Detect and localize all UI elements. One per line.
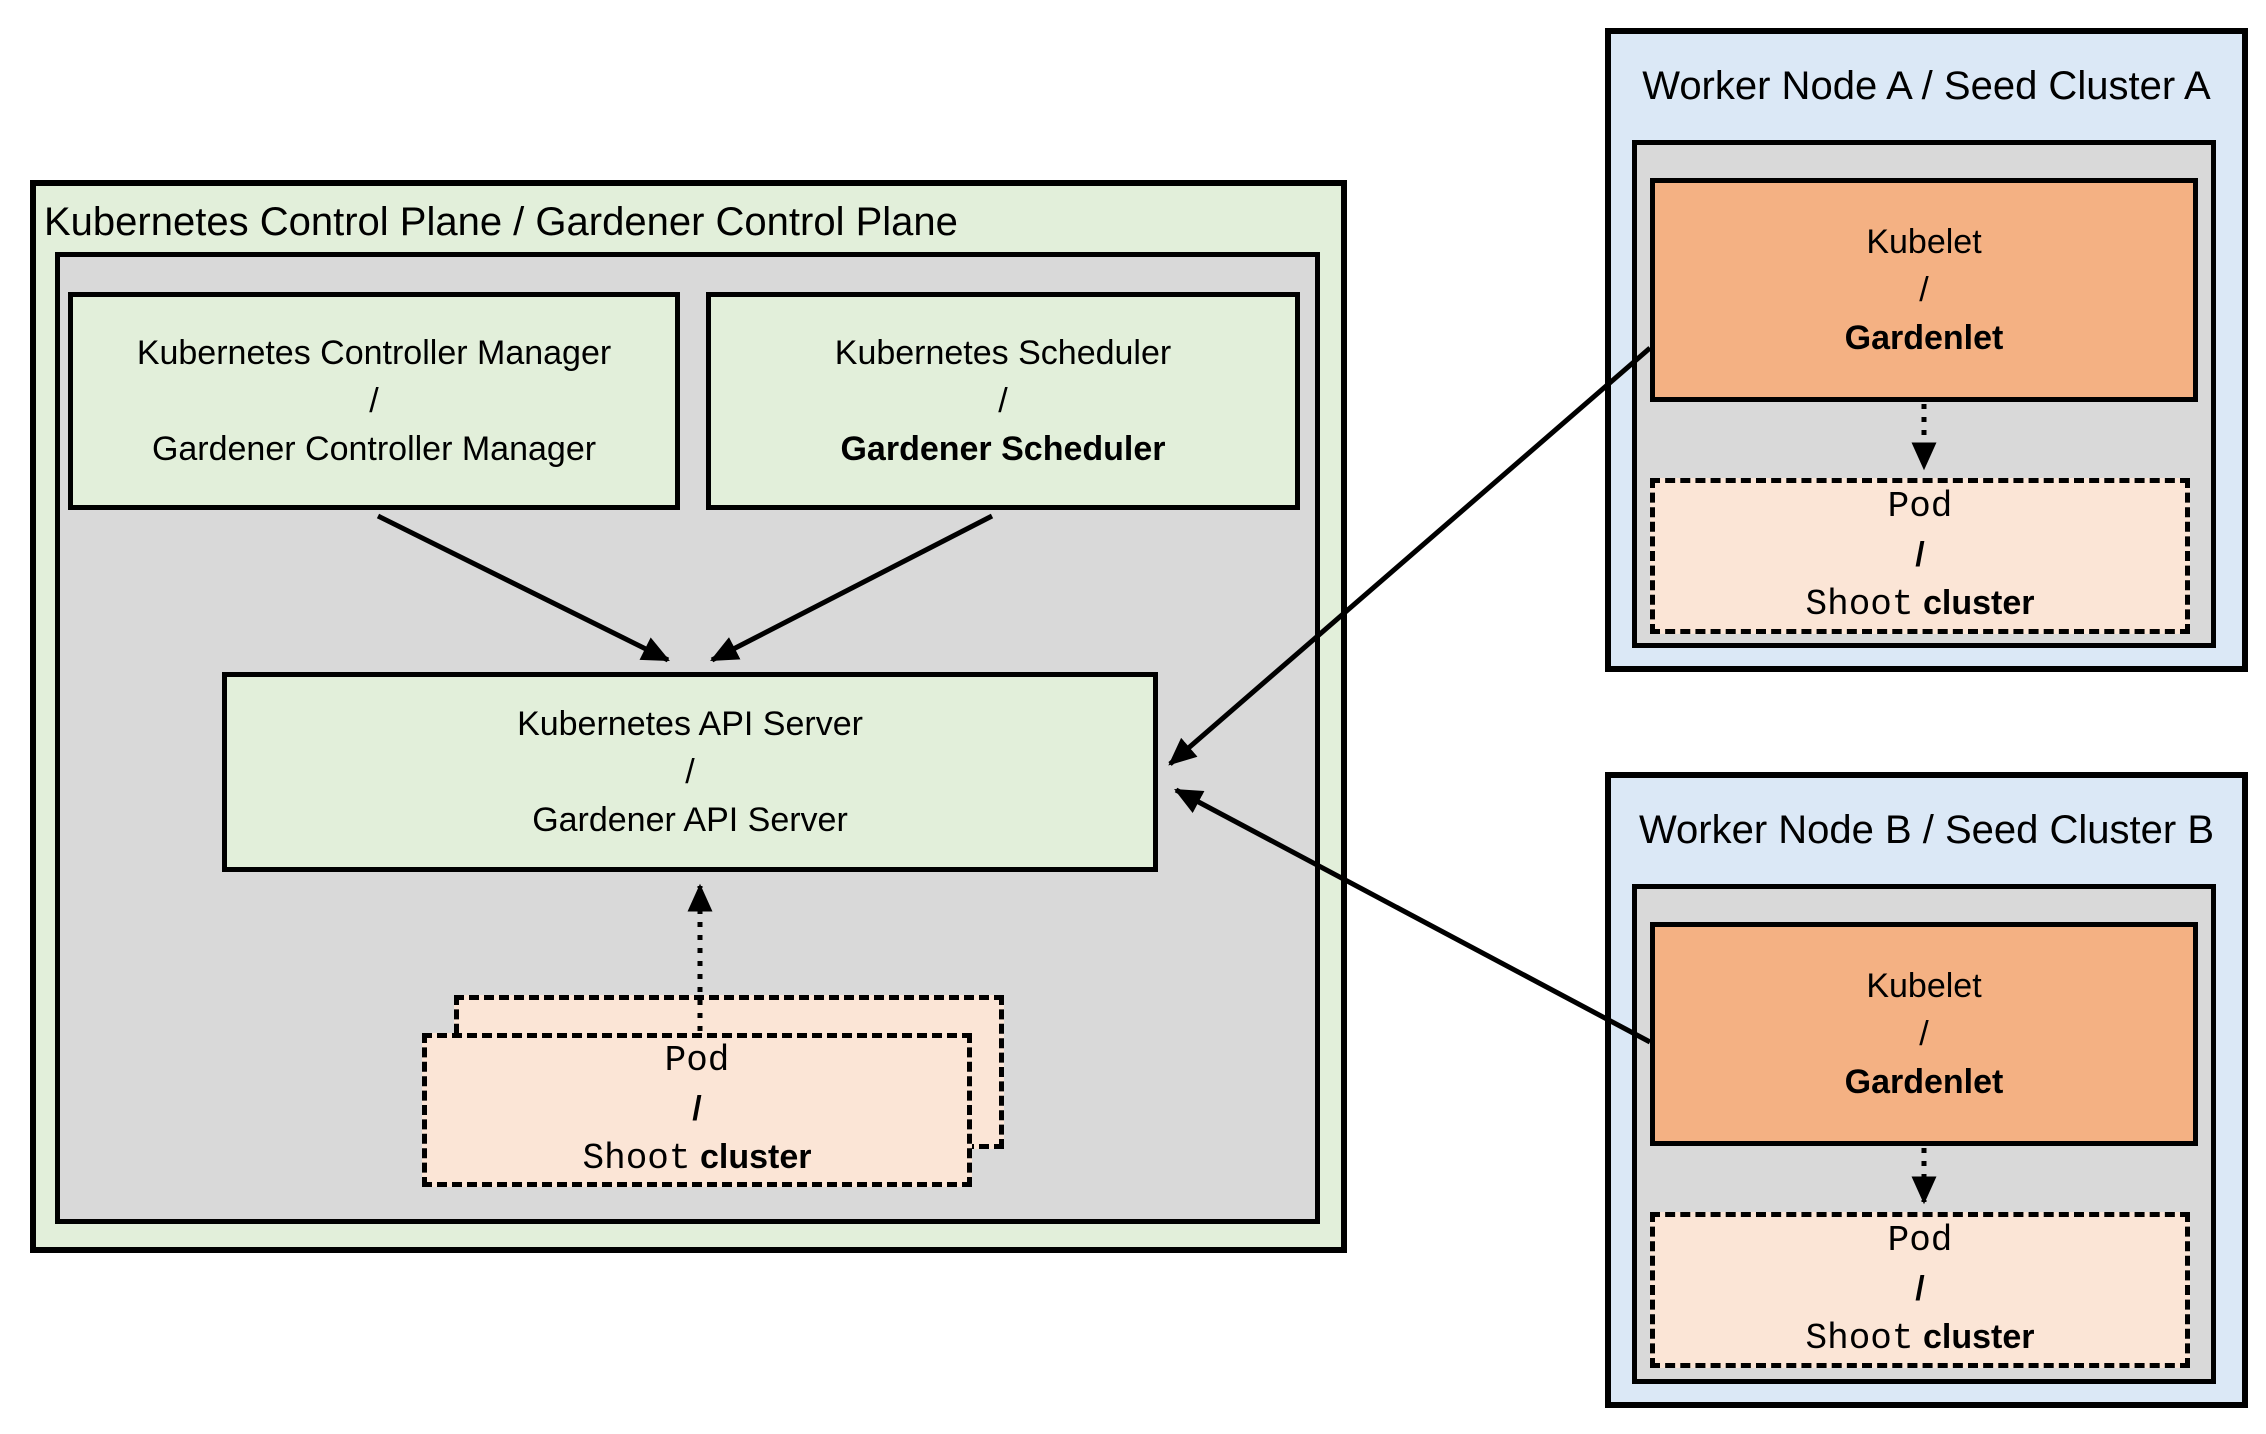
pod-label-separator: / — [692, 1090, 702, 1128]
worker-node-a-pod-box: Pod / Shoot cluster — [1650, 478, 2190, 634]
controller-manager-label-line2: Gardener Controller Manager — [151, 430, 597, 468]
pod-label-cluster: cluster — [699, 1138, 812, 1176]
kubelet-a-label-line1: Kubelet — [1866, 223, 1982, 261]
worker-node-b-pod-box: Pod / Shoot cluster — [1650, 1212, 2190, 1368]
pod-label-shoot: Shoot — [582, 1138, 691, 1179]
kubelet-b-label-line2: Gardenlet — [1844, 1063, 2004, 1101]
scheduler-box: Kubernetes Scheduler / Gardener Schedule… — [706, 292, 1300, 510]
control-plane-title: Kubernetes Control Plane / Gardener Cont… — [44, 200, 958, 244]
api-server-box: Kubernetes API Server / Gardener API Ser… — [222, 672, 1158, 872]
api-server-label-separator: / — [685, 753, 695, 791]
pod-a-label-shoot: Shoot — [1805, 584, 1914, 625]
pod-shoot-cluster-box: Pod / Shoot cluster — [422, 1033, 972, 1187]
pod-a-label-line2: Shoot cluster — [1806, 579, 2035, 629]
worker-node-b-kubelet-box: Kubelet / Gardenlet — [1650, 922, 2198, 1146]
pod-label-line2: Shoot cluster — [583, 1133, 812, 1183]
api-server-label-line1: Kubernetes API Server — [517, 705, 863, 743]
kubelet-a-label-line2: Gardenlet — [1844, 319, 2004, 357]
pod-a-label-cluster: cluster — [1922, 584, 2035, 622]
worker-node-a-kubelet-box: Kubelet / Gardenlet — [1650, 178, 2198, 402]
scheduler-label-line1: Kubernetes Scheduler — [834, 334, 1172, 372]
controller-manager-label-line1: Kubernetes Controller Manager — [136, 334, 612, 372]
pod-label-line1: Pod — [664, 1040, 730, 1081]
kubelet-b-label-line1: Kubelet — [1866, 967, 1982, 1005]
pod-a-label-separator: / — [1915, 536, 1925, 574]
controller-manager-label-separator: / — [369, 382, 379, 420]
pod-b-label-line2: Shoot cluster — [1806, 1313, 2035, 1363]
scheduler-label-separator: / — [998, 382, 1008, 420]
pod-a-label-line1: Pod — [1887, 486, 1953, 527]
scheduler-label-line2: Gardener Scheduler — [840, 430, 1166, 468]
api-server-label-line2: Gardener API Server — [532, 801, 848, 839]
worker-node-a-title: Worker Node A / Seed Cluster A — [1642, 64, 2211, 108]
pod-b-label-line1: Pod — [1887, 1220, 1953, 1261]
pod-b-label-separator: / — [1915, 1270, 1925, 1308]
kubelet-b-label-separator: / — [1919, 1015, 1929, 1053]
kubelet-a-label-separator: / — [1919, 271, 1929, 309]
worker-node-b-title: Worker Node B / Seed Cluster B — [1638, 808, 2215, 852]
controller-manager-box: Kubernetes Controller Manager / Gardener… — [68, 292, 680, 510]
pod-b-label-shoot: Shoot — [1805, 1318, 1914, 1359]
pod-b-label-cluster: cluster — [1922, 1318, 2035, 1356]
